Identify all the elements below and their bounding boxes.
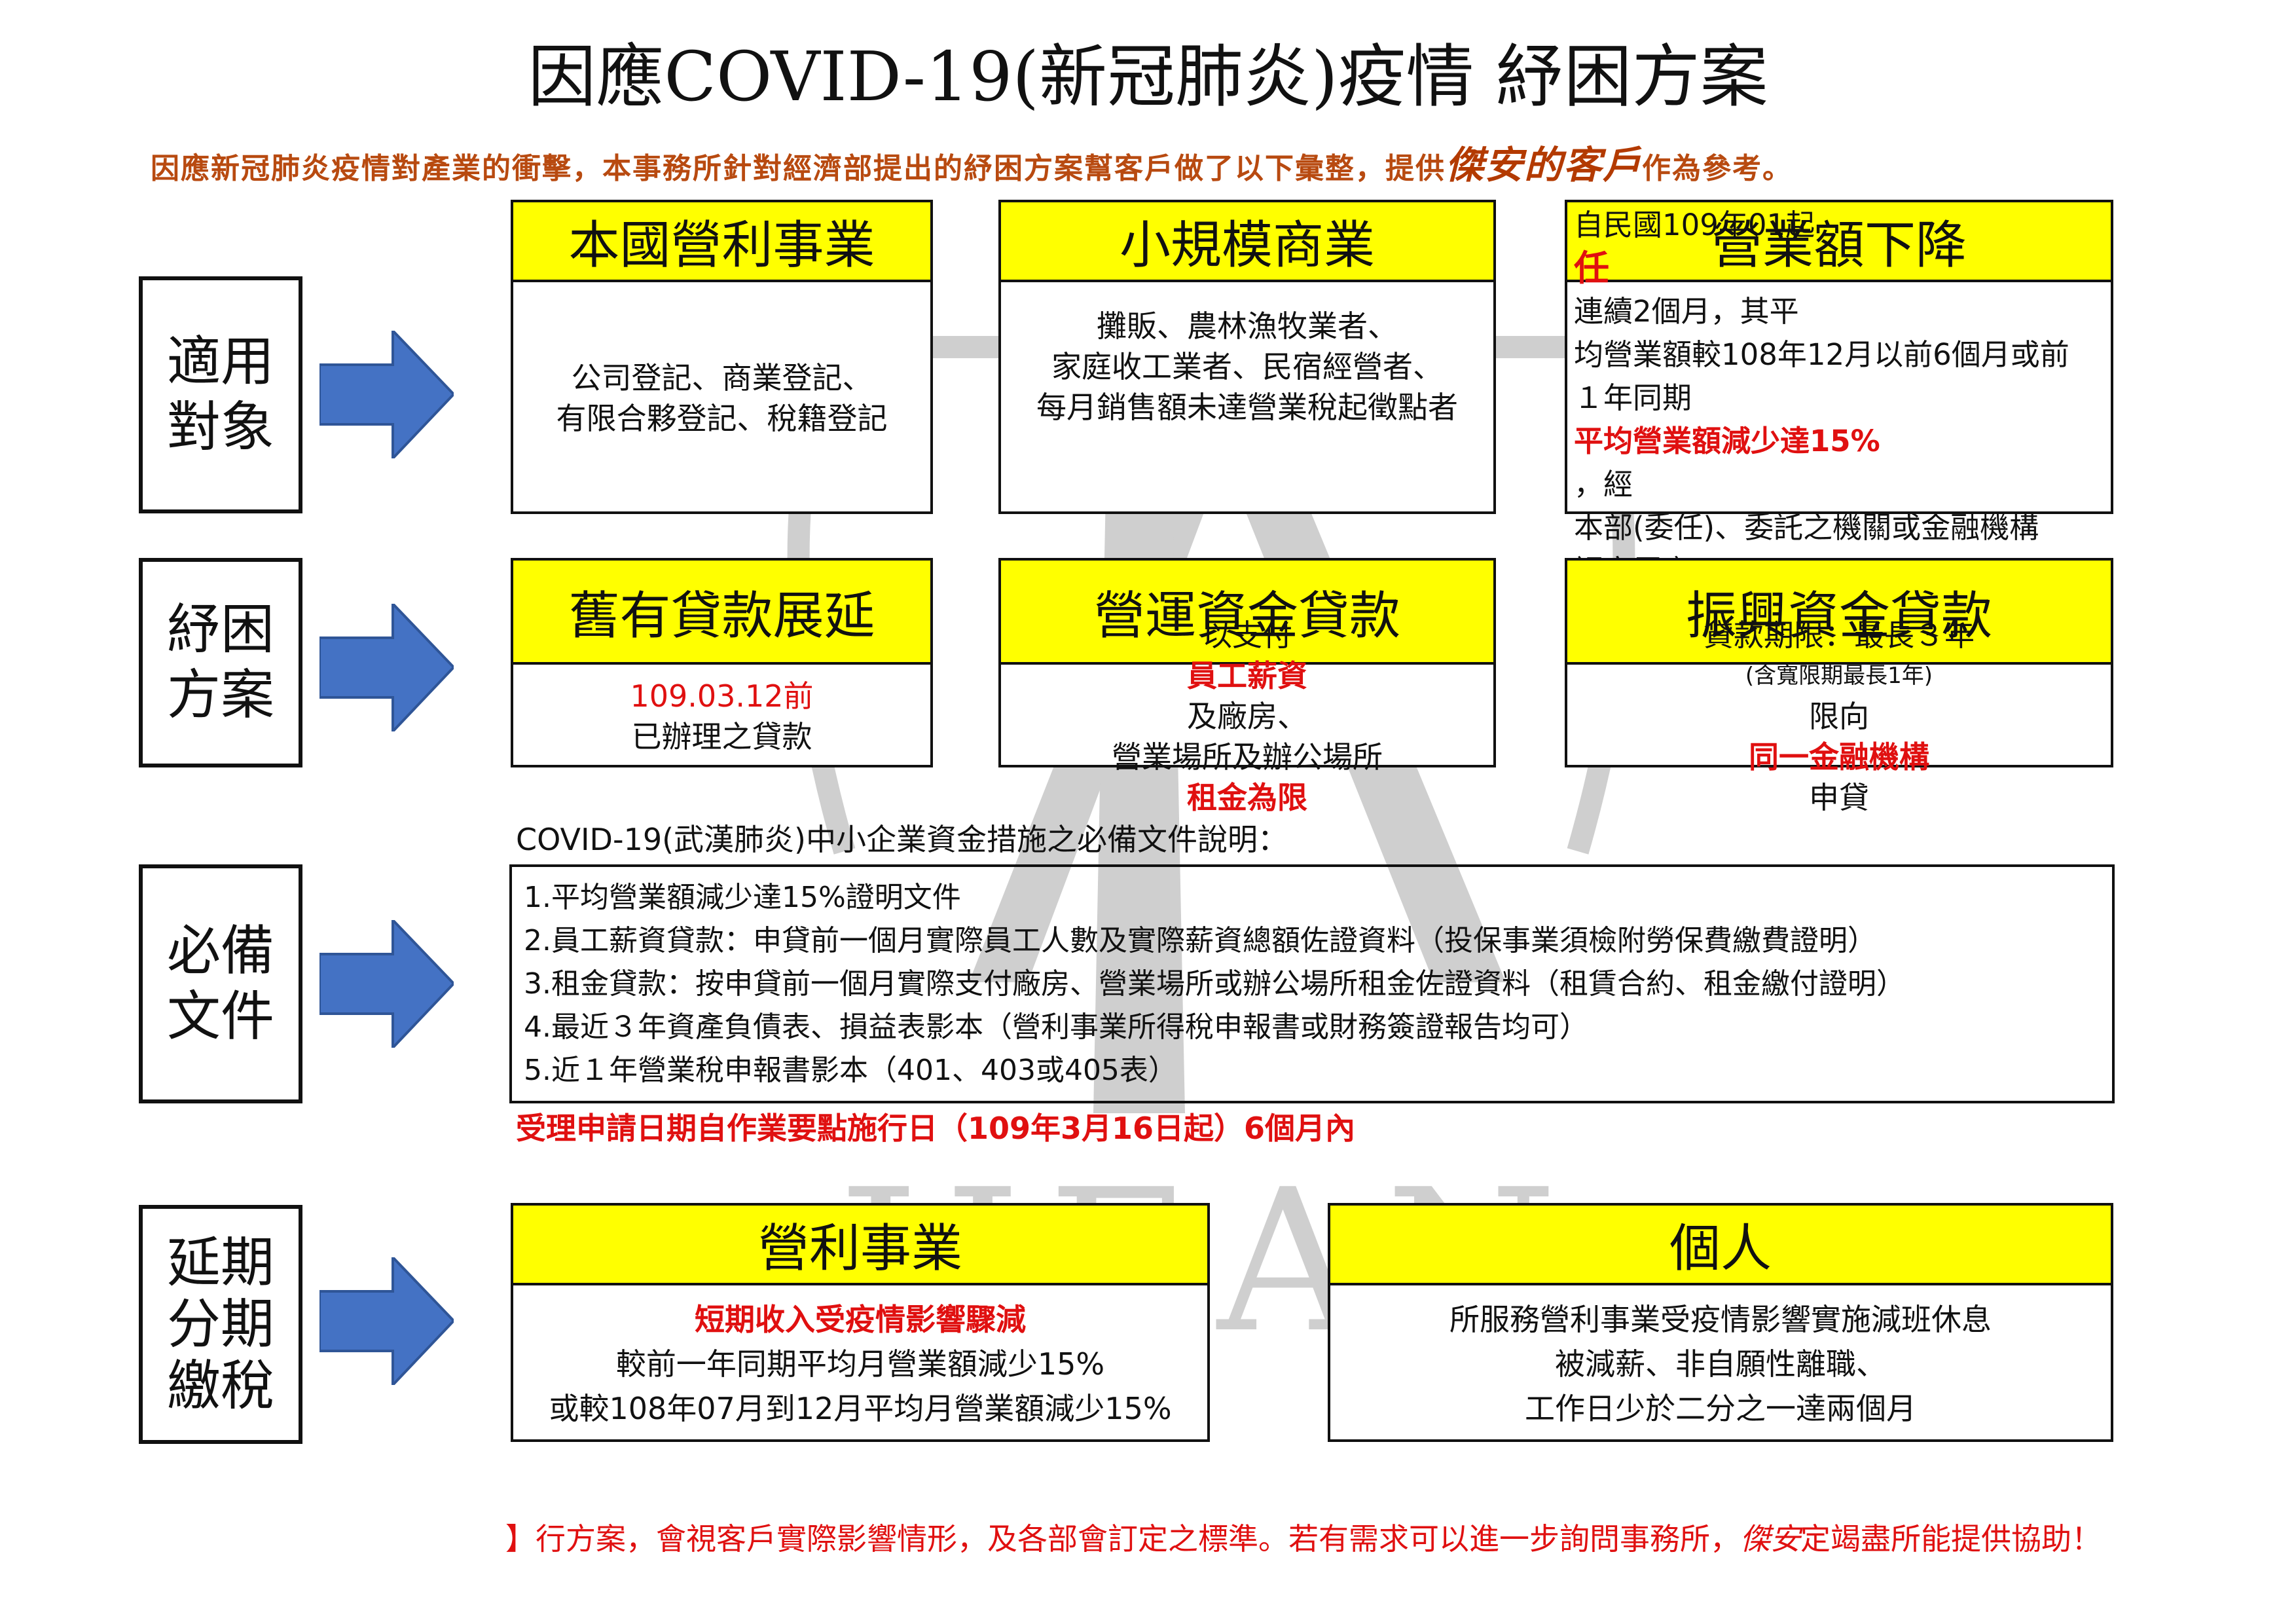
label-documents: 必備 文件 — [139, 864, 302, 1103]
right-arrow-icon — [319, 920, 454, 1048]
footer-part: 定竭盡所能提供協助！ — [1800, 1521, 2102, 1557]
box-body: 所服務營利事業受疫情影響實施減班休息 被減薪、非自願性離職、 工作日少於二分之一… — [1330, 1285, 2111, 1442]
body-line: 家庭收工業者、民宿經營者、 — [1051, 349, 1443, 384]
footer-company: 傑安 — [1740, 1521, 1800, 1557]
body-line: １年同期平均營業額減少達15%，經 — [1574, 380, 1880, 502]
box-title: 營業額下降 — [1567, 202, 2111, 282]
label-line: 必備 — [166, 919, 274, 982]
box-body: 攤販、農林漁牧業者、 家庭收工業者、民宿經營者、 每月銷售額未達營業稅起徵點者 — [1001, 282, 1493, 538]
body-line: 或較108年07月到12月平均月營業額減少15% — [549, 1390, 1172, 1426]
body-line: 較前一年同期平均月營業額減少15% — [615, 1346, 1105, 1382]
footer-note: 】行方案，會視客戶實際影響情形，及各部會訂定之標準。若有需求可以進一步詢問事務所… — [505, 1519, 2102, 1559]
body-line: 貸款期限：最長３年(含寬限期最長1年) — [1704, 617, 1975, 689]
body-line: 每月銷售額未達營業稅起徵點者 — [1036, 390, 1458, 425]
box-body: 貸款期限：最長３年(含寬限期最長1年) 限向同一金融機構申貸 — [1567, 618, 2111, 815]
body-line: 所服務營利事業受疫情影響實施減班休息 — [1449, 1301, 1992, 1337]
box-business-tax: 營利事業 短期收入受疫情影響驟減 較前一年同期平均月營業額減少15% 或較108… — [511, 1203, 1210, 1442]
label-line: 方案 — [166, 664, 274, 726]
box-title: 本國營利事業 — [513, 202, 930, 282]
box-revival-loan: 振興資金貸款 貸款期限：最長３年(含寬限期最長1年) 限向同一金融機構申貸 — [1565, 558, 2113, 815]
list-item: 2.員工薪資貸款：申貸前一個月實際員工人數及實際薪資總額佐證資料（投保事業須檢附… — [524, 924, 1876, 957]
body-line: 被減薪、非自願性離職、 — [1555, 1346, 1886, 1382]
list-item: 5.近１年營業稅申報書影本（401、403或405表） — [524, 1054, 1177, 1087]
body-line: 限向同一金融機構申貸 — [1749, 698, 1929, 815]
box-title: 小規模商業 — [1001, 202, 1493, 282]
body-line: 工作日少於二分之一達兩個月 — [1525, 1390, 1916, 1426]
label-line: 文件 — [166, 985, 274, 1048]
application-deadline: 受理申請日期自作業要點施行日（109年3月16日起）6個月內 — [516, 1111, 1356, 1146]
body-line: 本部(委任)、委託之機關或金融機構 — [1574, 510, 2039, 545]
intro-emphasis: 傑安的客戶 — [1446, 143, 1643, 187]
intro-text: 因應新冠肺炎疫情對產業的衝擊，本事務所針對經濟部提出的紓困方案幫客戶做了以下彙整… — [151, 145, 2180, 189]
body-line: 均營業額較108年12月以前6個月或前 — [1574, 337, 2069, 372]
label-eligibility: 適用 對象 — [139, 276, 302, 513]
box-body: 以支付員工薪資及廠房、 營業場所及辦公場所租金為限 — [1001, 618, 1493, 815]
box-small-business: 小規模商業 攤販、農林漁牧業者、 家庭收工業者、民宿經營者、 每月銷售額未達營業… — [998, 200, 1496, 514]
list-item: 4.最近３年資產負債表、損益表影本（營利事業所得稅申報書或財務簽證報告均可） — [524, 1010, 1588, 1044]
box-title: 營運資金貸款 — [1001, 561, 1493, 665]
box-title: 舊有貸款展延 — [513, 561, 930, 665]
label-line: 紓困 — [166, 599, 274, 661]
box-loan-extension: 舊有貸款展延 109.03.12前已辦理之貸款 — [511, 558, 933, 767]
intro-before: 因應新冠肺炎疫情對產業的衝擊，本事務所針對經濟部提出的紓困方案幫客戶做了以下彙整… — [151, 152, 1446, 185]
label-relief: 紓困 方案 — [139, 558, 302, 767]
list-item: 3.租金貸款：按申貸前一個月實際支付廠房、營業場所或辦公場所租金佐證資料（租賃合… — [524, 967, 1905, 1001]
page-title: 因應COVID-19(新冠肺炎)疫情 紓困方案 — [528, 37, 1768, 117]
right-arrow-icon — [319, 604, 454, 731]
documents-list: 1.平均營業額減少達15%證明文件 2.員工薪資貸款：申貸前一個月實際員工人數及… — [509, 864, 2115, 1103]
footer-part: 】行方案，會視客戶實際影響情形，及各部會訂定之標準。若有需求可以進一步詢問事務所… — [505, 1521, 1740, 1557]
intro-after: 作為參考。 — [1642, 152, 1793, 185]
label-line: 對象 — [166, 396, 274, 458]
box-domestic-business: 本國營利事業 公司登記、商業登記、 有限合夥登記、稅籍登記 — [511, 200, 933, 514]
box-title: 營利事業 — [513, 1206, 1207, 1285]
box-individual-tax: 個人 所服務營利事業受疫情影響實施減班休息 被減薪、非自願性離職、 工作日少於二… — [1328, 1203, 2113, 1442]
body-line: 營業場所及辦公場所租金為限 — [1112, 739, 1383, 815]
label-line: 適用 — [166, 331, 274, 393]
body-line: 109.03.12前已辦理之貸款 — [630, 678, 814, 754]
label-line: 繳稅 — [166, 1354, 274, 1417]
box-operating-loan: 營運資金貸款 以支付員工薪資及廠房、 營業場所及辦公場所租金為限 — [998, 558, 1496, 815]
box-revenue-decline: 營業額下降 自民國109年01起任連續2個月，其平 均營業額較108年12月以前… — [1565, 200, 2113, 588]
body-line: 以支付員工薪資及廠房、 — [1187, 617, 1307, 734]
body-line: 有限合夥登記、稅籍登記 — [556, 401, 888, 436]
box-body: 109.03.12前已辦理之貸款 — [513, 665, 930, 767]
box-title: 振興資金貸款 — [1567, 561, 2111, 665]
box-body: 短期收入受疫情影響驟減 較前一年同期平均月營業額減少15% 或較108年07月到… — [513, 1285, 1207, 1442]
right-arrow-icon — [319, 1257, 454, 1385]
body-line: 攤販、農林漁牧業者、 — [1097, 308, 1398, 344]
list-item: 1.平均營業額減少達15%證明文件 — [524, 881, 961, 914]
body-line: 短期收入受疫情影響驟減 — [695, 1301, 1026, 1337]
box-body: 公司登記、商業登記、 有限合夥登記、稅籍登記 — [513, 282, 930, 514]
documents-heading: COVID-19(武漢肺炎)中小企業資金措施之必備文件說明： — [516, 822, 1288, 857]
body-line: 公司登記、商業登記、 — [571, 360, 873, 396]
body-line: 自民國109年01起任連續2個月，其平 — [1574, 208, 1815, 329]
box-body: 自民國109年01起任連續2個月，其平 均營業額較108年12月以前6個月或前 … — [1567, 208, 2111, 588]
box-title: 個人 — [1330, 1206, 2111, 1285]
label-tax-deferral: 延期 分期 繳稅 — [139, 1205, 302, 1444]
right-arrow-icon — [319, 331, 454, 458]
label-line: 延期 — [166, 1231, 274, 1294]
label-line: 分期 — [166, 1293, 274, 1356]
